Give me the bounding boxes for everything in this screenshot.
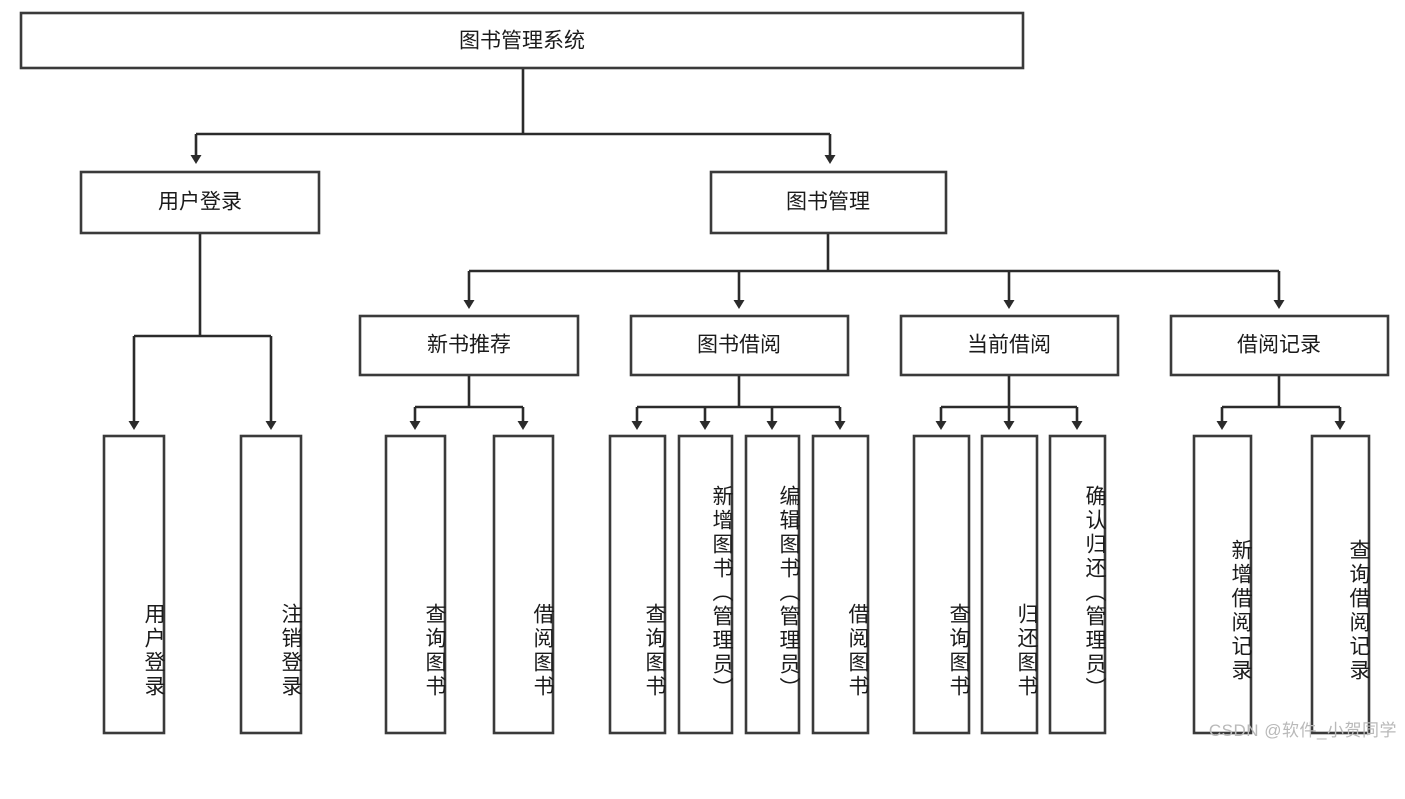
node-book-manage-label: 图书管理 (786, 191, 870, 214)
connector-bookmanage-to-level3 (463, 232, 1285, 309)
node-borrow-record-label: 借阅记录 (1237, 334, 1321, 357)
connector-currentborrow-to-leaves (935, 375, 1083, 430)
node-leaf-confirm-return[interactable] (1048, 434, 1107, 735)
node-leaf-return-book[interactable] (980, 434, 1039, 735)
connector-borrowrecord-to-leaves (1216, 375, 1346, 430)
node-leaf-user-login[interactable] (102, 434, 166, 735)
node-book-borrow[interactable]: 图书借阅 (629, 314, 850, 377)
node-current-borrow-label: 当前借阅 (967, 334, 1051, 357)
node-leaf-logout-login[interactable] (239, 434, 303, 735)
connector-root-to-level2 (190, 68, 836, 164)
connector-userlogin-to-leaves (128, 233, 277, 430)
connector-bookborrow-to-leaves (631, 375, 846, 430)
flowchart-canvas: 图书管理系统 用户登录 图书管理 新书推荐 图书借阅 当前借阅 借阅记录 (19, 11, 1397, 740)
flowchart-svg: 图书管理系统 用户登录 图书管理 新书推荐 图书借阅 当前借阅 借阅记录 (19, 11, 1390, 735)
node-leaf-query-book-2[interactable] (608, 434, 667, 735)
node-leaf-add-book[interactable] (677, 434, 734, 735)
node-current-borrow[interactable]: 当前借阅 (899, 314, 1120, 377)
node-root[interactable]: 图书管理系统 (19, 11, 1025, 70)
node-user-login-label: 用户登录 (158, 191, 242, 214)
node-root-label: 图书管理系统 (459, 30, 585, 53)
node-book-manage[interactable]: 图书管理 (709, 170, 948, 235)
node-new-book-rec[interactable]: 新书推荐 (358, 314, 580, 377)
node-borrow-record[interactable]: 借阅记录 (1169, 314, 1390, 377)
node-leaf-edit-book[interactable] (744, 434, 801, 735)
connector-newbookrec-to-leaves (409, 375, 529, 430)
csdn-watermark: CSDN @软件_小贺同学 (1208, 721, 1397, 740)
node-leaf-query-book-3[interactable] (912, 434, 971, 735)
node-user-login[interactable]: 用户登录 (79, 170, 321, 235)
node-leaf-borrow-book-1[interactable] (492, 434, 555, 735)
node-leaf-query-book-1[interactable] (384, 434, 447, 735)
node-leaf-borrow-book-2[interactable] (811, 434, 870, 735)
node-book-borrow-label: 图书借阅 (697, 334, 781, 357)
node-leaf-add-record[interactable] (1192, 434, 1253, 735)
node-leaf-query-record[interactable] (1310, 434, 1371, 735)
node-new-book-rec-label: 新书推荐 (427, 334, 511, 357)
